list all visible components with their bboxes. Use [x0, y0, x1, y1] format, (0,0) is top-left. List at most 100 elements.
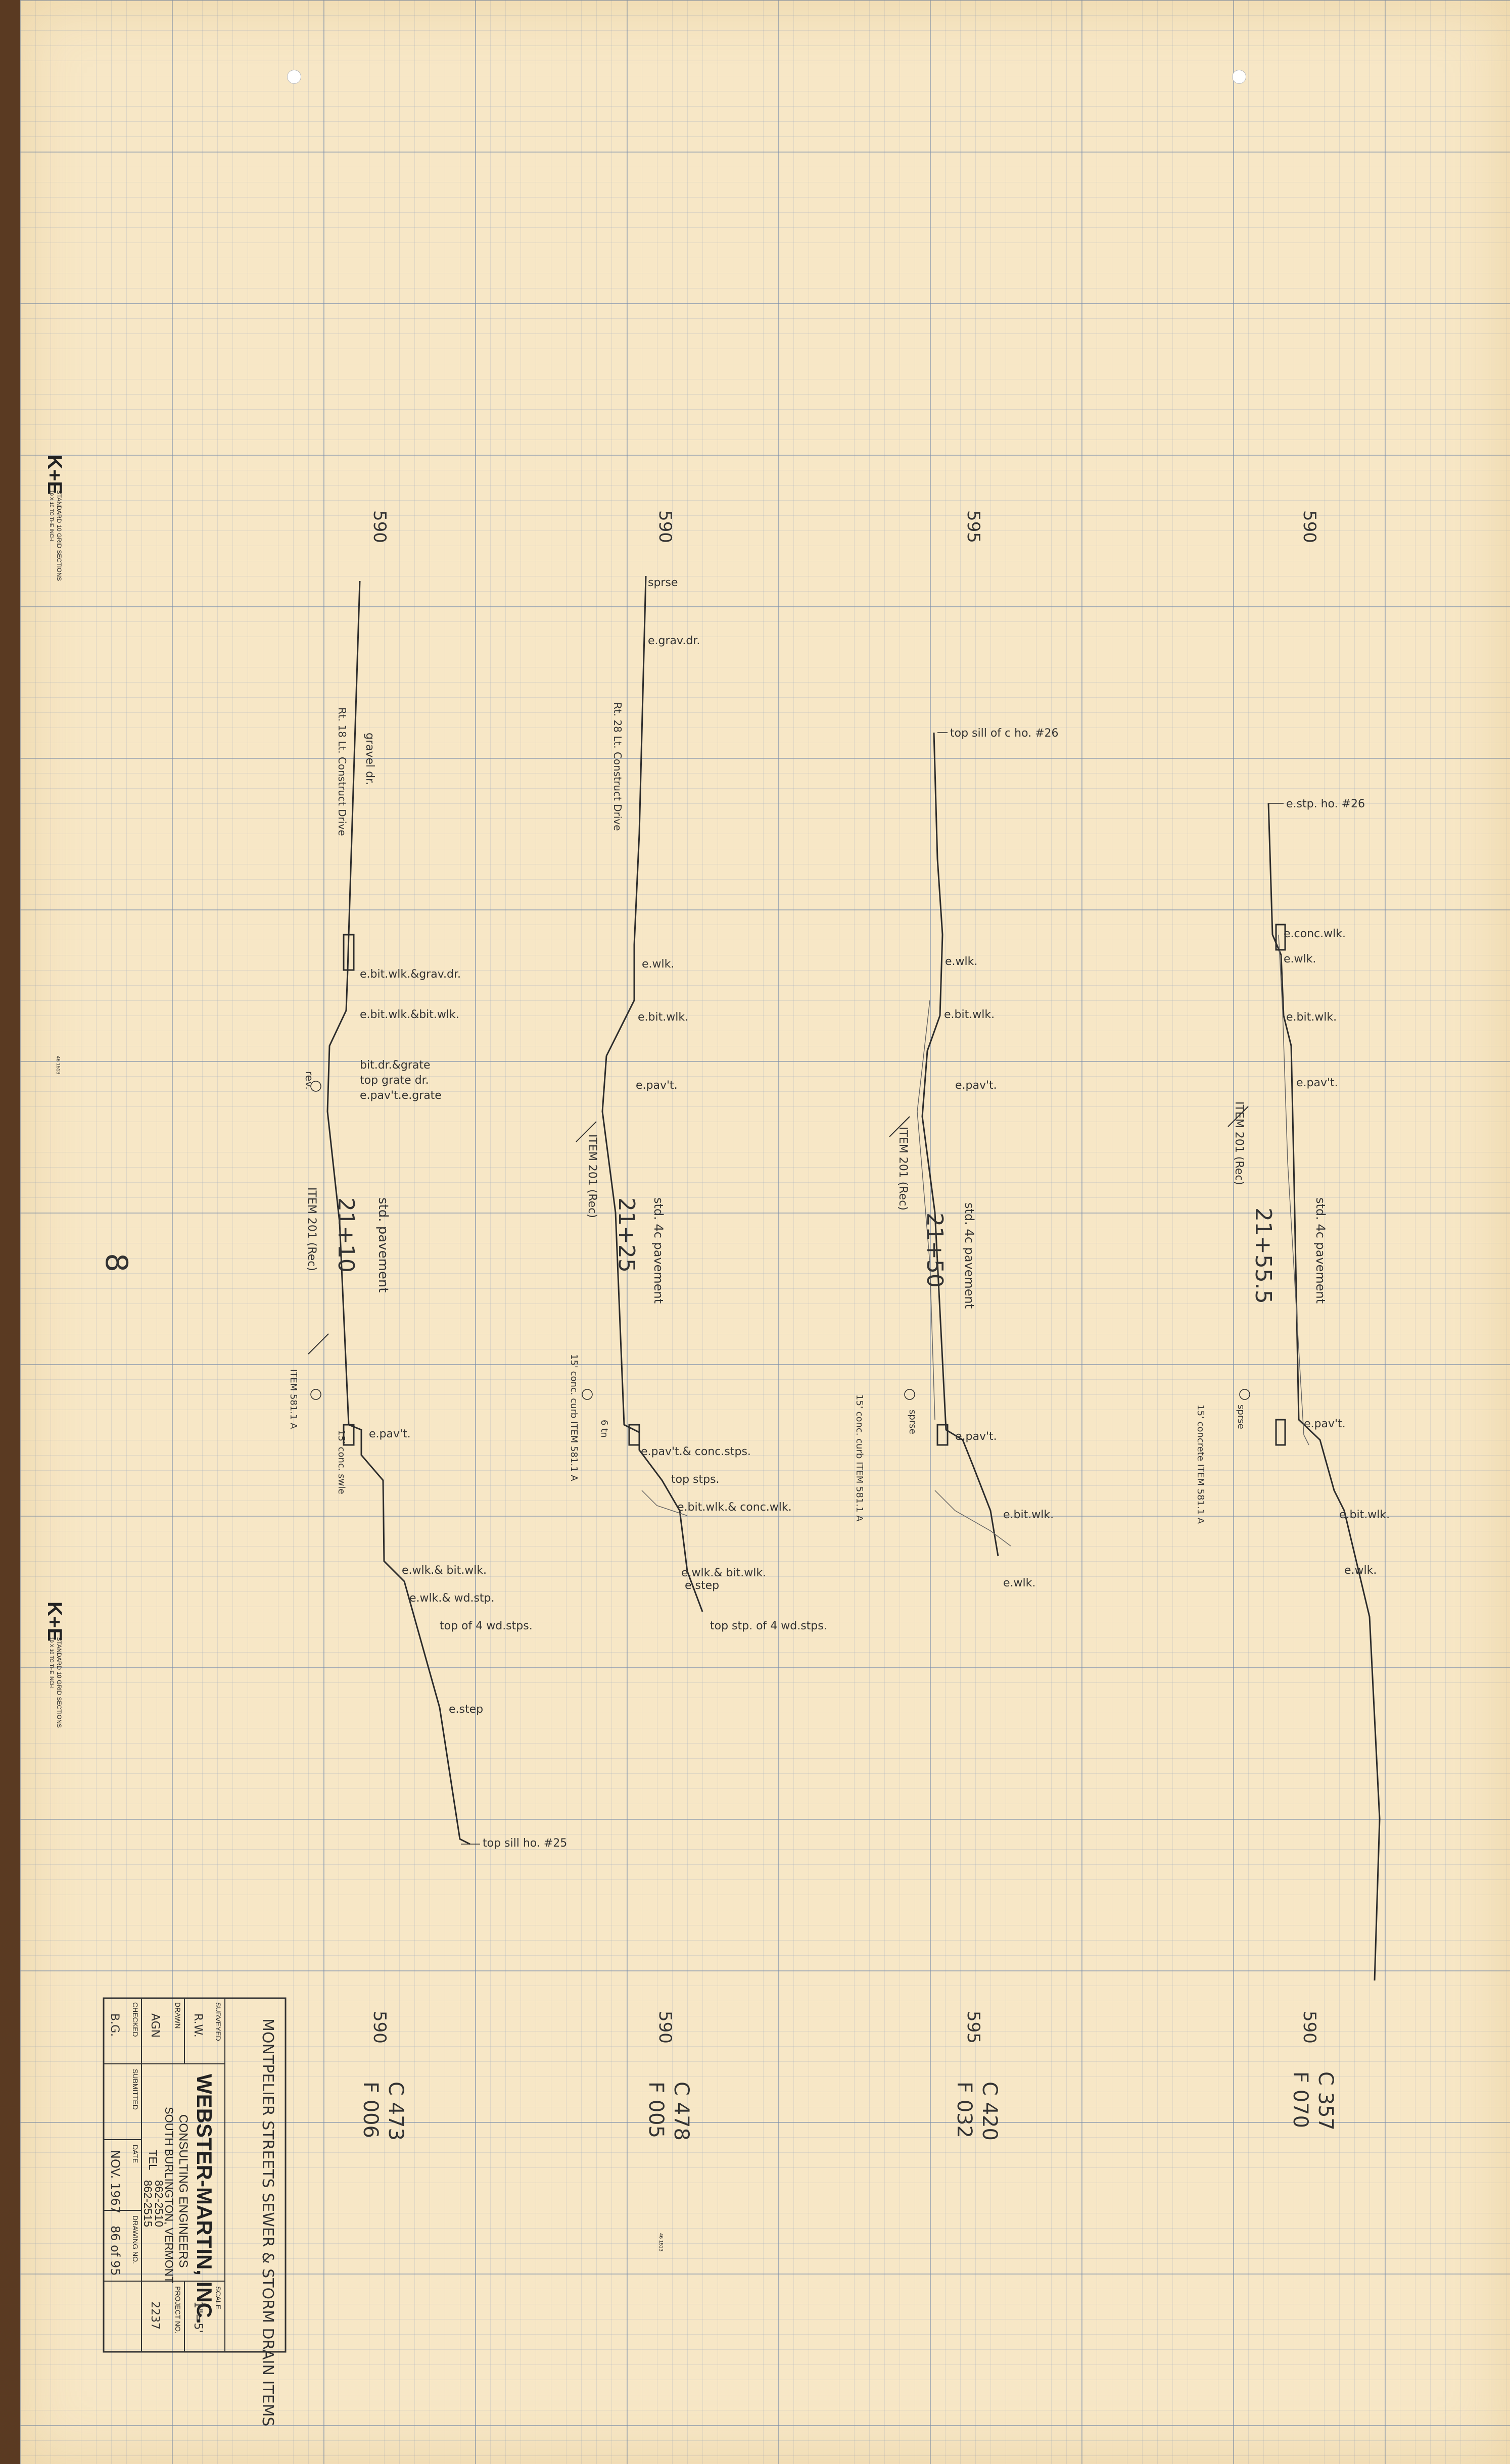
ke-paper-sub: 10 X 10 TO THE INCH	[49, 490, 54, 541]
profile-label: e.bit.wlk.	[1286, 1011, 1337, 1024]
checked-by: B.G.	[108, 2013, 121, 2037]
field-label-submitted: SUBMITTED	[131, 2069, 139, 2110]
station-subcode: C 473	[384, 2082, 407, 2141]
tel-number-2: 862-2515	[141, 2180, 154, 2227]
elevation-label: 590	[655, 510, 675, 543]
profile-label: top of 4 wd.stps.	[440, 1620, 533, 1632]
profile-line-inner	[641, 1490, 688, 1516]
profile-label: e.step	[449, 1703, 483, 1716]
profile-label: e.wlk.	[945, 955, 977, 968]
profile-label: e.pav't.	[955, 1430, 997, 1443]
station-3: 595 595 F 032 C 420 21+50 std. 4c paveme…	[854, 510, 1059, 2141]
profile-label: e.bit.wlk.&grav.dr.	[360, 968, 461, 981]
misc-note: 15' conc. swle	[336, 1430, 347, 1494]
elevation-end-label: 590	[655, 2011, 675, 2044]
lower-item-note: 15' conc. curb ITEM 581.1 A	[854, 1394, 865, 1522]
tel-number: 862-2510	[153, 2180, 165, 2227]
section-box	[1275, 1419, 1286, 1446]
item-slash	[889, 1116, 910, 1137]
profile-label: e.bit.wlk.	[1339, 1509, 1390, 1521]
punch-hole	[287, 70, 301, 84]
station-marker	[582, 1389, 593, 1400]
profile-label: e.pav't.	[369, 1428, 411, 1440]
company-address: SOUTH BURLINGTON, VERMONT	[163, 2107, 175, 2283]
field-label-surveyed: SURVEYED	[214, 2002, 222, 2041]
section-box	[936, 1424, 949, 1446]
elevation-label: 590	[1299, 510, 1319, 543]
station-subcode: C 478	[670, 2082, 693, 2141]
top-label: e.stp. ho. #26	[1286, 798, 1365, 810]
profile-label: e.wlk.& wd.stp.	[409, 1592, 495, 1605]
profile-label: e.bit.wlk.&bit.wlk.	[360, 1008, 459, 1021]
profile-label: e.wlk.	[1344, 1564, 1377, 1577]
item-slash	[576, 1121, 597, 1142]
ke-logo: K+E	[43, 455, 66, 495]
ke-brand-top: K+E STANDARD 10 GRID SECTIONS 10 X 10 TO…	[43, 455, 66, 581]
profile-label: top grate dr.	[360, 1074, 429, 1087]
profile-label: e.wlk.	[642, 958, 674, 971]
item-note: ITEM 201 (Rec)	[896, 1127, 909, 1211]
tel-label: TEL	[147, 2150, 159, 2170]
paper-stock: 46 1513	[658, 2233, 664, 2252]
lower-item-note: 15' conc. curb ITEM 581.1 A	[569, 1354, 579, 1481]
item-slash	[308, 1333, 329, 1355]
profile-line-1	[326, 581, 470, 1845]
profile-label: e.bit.wlk.& conc.wlk.	[677, 1501, 792, 1514]
station-number: 21+10	[333, 1197, 359, 1273]
station-subcode: C 420	[978, 2082, 1001, 2141]
profile-label: e.pav't.	[1304, 1418, 1346, 1430]
station-code: F 005	[644, 2082, 668, 2138]
profile-label: e.wlk.& bit.wlk.	[681, 1567, 766, 1579]
drawn-by: AGN	[149, 2013, 161, 2038]
profile-label: e.pav't.	[636, 1079, 678, 1092]
lower-item-note: ITEM 581.1 A	[288, 1369, 299, 1429]
date-value: NOV. 1967	[108, 2150, 122, 2213]
elevation-end-label: 595	[963, 2011, 983, 2044]
item-note: ITEM 201 (Rec)	[1233, 1101, 1245, 1185]
ke-paper-sub: 10 X 10 TO THE INCH	[49, 1637, 54, 1688]
station-subcode: C 357	[1314, 2071, 1337, 2131]
station-marker	[310, 1389, 321, 1400]
profile-label: e.pav't.	[1296, 1077, 1338, 1089]
misc-note: sprse	[1236, 1405, 1246, 1429]
misc-note: rev.	[303, 1071, 315, 1090]
station-2: 590 590 F 005 C 478 21+25 std. 4c paveme…	[569, 510, 827, 2141]
field-label-drawn: DRAWN	[174, 2002, 182, 2028]
profile-label: e.bit.wlk.	[638, 1011, 688, 1024]
station-code: F 070	[1289, 2071, 1312, 2128]
profile-sheet	[20, 0, 1510, 2464]
field-label-checked: CHECKED	[131, 2002, 139, 2037]
profile-label: e.bit.wlk.	[944, 1008, 995, 1021]
station-1: 590 590 F 006 C 473 21+10 std. pavement …	[288, 510, 567, 2141]
project-title: MONTPELIER STREETS SEWER & STORM DRAIN I…	[259, 2018, 276, 2427]
pavement-note: std. 4c pavement	[651, 1197, 666, 1303]
profile-label: e.wlk.	[1284, 953, 1316, 965]
profile-label: e.pav't.e.grate	[360, 1089, 442, 1102]
misc-note: gravel dr.	[363, 733, 376, 785]
profile-lines	[308, 575, 1381, 1981]
field-label-project-no: PROJECT NO.	[174, 2286, 182, 2334]
lower-item-note: 15' concrete ITEM 581.1 A	[1195, 1405, 1206, 1524]
station-marker	[310, 1081, 321, 1092]
elevation-end-label: 590	[369, 2011, 390, 2044]
profile-line-inner	[1278, 934, 1309, 1445]
profile-line-2	[601, 575, 703, 1612]
item-note: ITEM 201 (Rec)	[586, 1134, 598, 1218]
misc-note: Rt. 28 Lt. Construct Drive	[611, 702, 624, 831]
section-box	[1275, 924, 1286, 951]
drawing-no-value: 86 of 95	[108, 2226, 122, 2276]
scale-value: 1"=5'	[192, 2301, 204, 2333]
elevation-label: 590	[369, 510, 390, 543]
item-slash	[1228, 1106, 1249, 1127]
profile-label: e.conc.wlk.	[1284, 928, 1346, 940]
profile-line-3	[921, 732, 999, 1557]
pavement-note: std. 4c pavement	[1313, 1197, 1328, 1303]
item-note: ITEM 201 (Rec)	[305, 1187, 318, 1271]
profile-label: e.bit.wlk.	[1003, 1509, 1054, 1521]
profile-label: e.wlk.& bit.wlk.	[402, 1564, 487, 1577]
section-box	[628, 1424, 640, 1446]
misc-note: sprse	[648, 576, 678, 589]
station-code: F 032	[953, 2082, 976, 2138]
station-number: 21+50	[922, 1213, 948, 1288]
